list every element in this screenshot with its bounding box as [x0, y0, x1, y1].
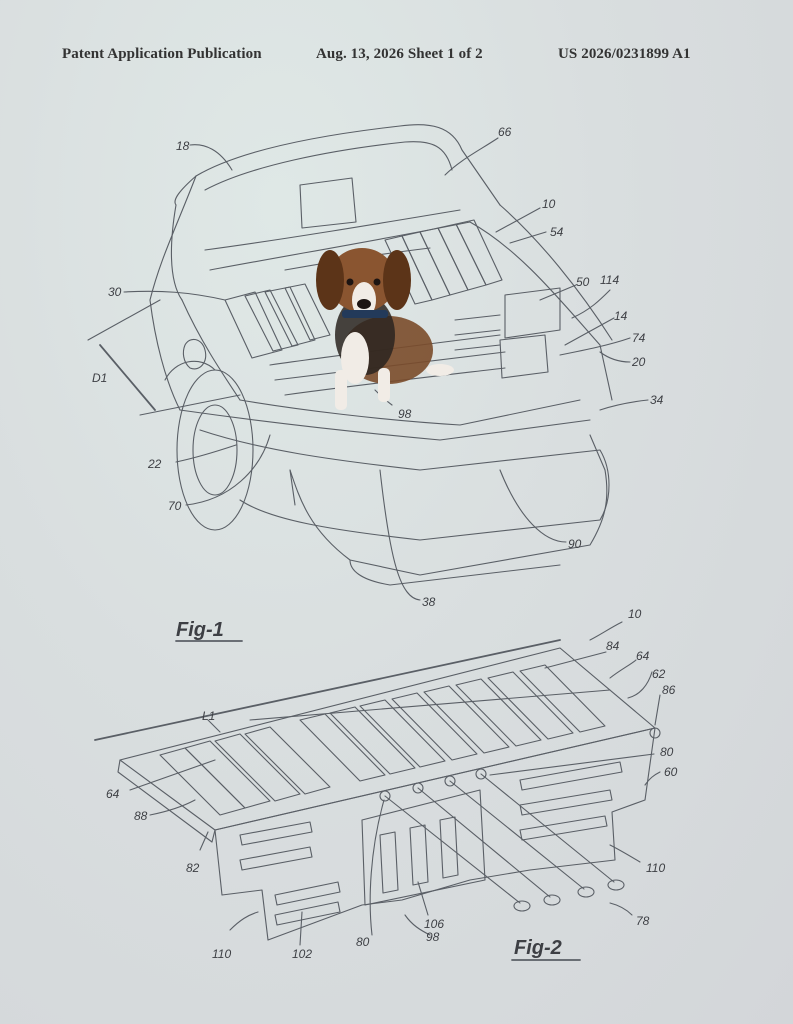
publication-type: Patent Application Publication — [62, 46, 262, 62]
fig2-ref-98: 98 — [426, 930, 440, 944]
fig1-ref-10: 10 — [542, 197, 556, 211]
fig2-ref-110-right: 110 — [646, 861, 665, 875]
publication-date-sheet: Aug. 13, 2026 Sheet 1 of 2 — [316, 46, 483, 62]
fig2-ref-80-left: 80 — [356, 935, 370, 949]
fig2-ref-84-top: 84 — [606, 639, 620, 653]
fig1-ref-70: 70 — [168, 499, 182, 513]
fig2-ref-110-left: 110 — [212, 947, 231, 961]
fig2-ref-64-top: 64 — [636, 649, 650, 663]
fig2-ref-62: 62 — [652, 667, 666, 681]
fig2-ref-l1: L1 — [202, 709, 215, 723]
fig2-ref-102: 102 — [292, 947, 312, 961]
fig2-ref-80-right: 80 — [660, 745, 674, 759]
fig1-ref-38: 38 — [422, 595, 436, 609]
dog-icon — [316, 248, 454, 410]
fig1-ref-54: 54 — [550, 225, 564, 239]
fig1-ref-98: 98 — [398, 407, 412, 421]
fig2-ref-88: 88 — [134, 809, 148, 823]
fig1-ref-114: 114 — [600, 273, 619, 287]
fig2-ref-86: 86 — [662, 683, 676, 697]
fig1-ref-20: 20 — [631, 355, 646, 369]
fig1-ref-d1: D1 — [92, 371, 107, 385]
fig1-ref-50: 50 — [576, 275, 590, 289]
fig1-label: Fig-1 — [176, 619, 224, 641]
fig2-ref-64-left: 64 — [106, 787, 120, 801]
fig1-ref-66: 66 — [498, 125, 512, 139]
fig1-ref-90: 90 — [568, 537, 582, 551]
fig1-ref-74: 74 — [632, 331, 646, 345]
fig1-ref-22: 22 — [147, 457, 162, 471]
fig2-drawing: 10 84 64 62 86 L1 80 60 64 88 82 110 78 … — [94, 607, 678, 961]
fig2-ref-78: 78 — [636, 914, 650, 928]
fig1-ref-34: 34 — [650, 393, 664, 407]
fig1-ref-30: 30 — [108, 285, 122, 299]
fig2-ref-82: 82 — [186, 861, 200, 875]
fig1-ref-14: 14 — [614, 309, 628, 323]
fig2-ref-10: 10 — [628, 607, 642, 621]
fig2-ref-106: 106 — [424, 917, 444, 931]
fig1-drawing: 18 66 10 54 30 50 114 14 74 20 D1 98 34 … — [87, 124, 664, 642]
fig2-ref-60: 60 — [664, 765, 678, 779]
fig2-label: Fig-2 — [514, 937, 562, 959]
publication-number: US 2026/0231899 A1 — [558, 46, 691, 62]
fig1-ref-18: 18 — [176, 139, 190, 153]
